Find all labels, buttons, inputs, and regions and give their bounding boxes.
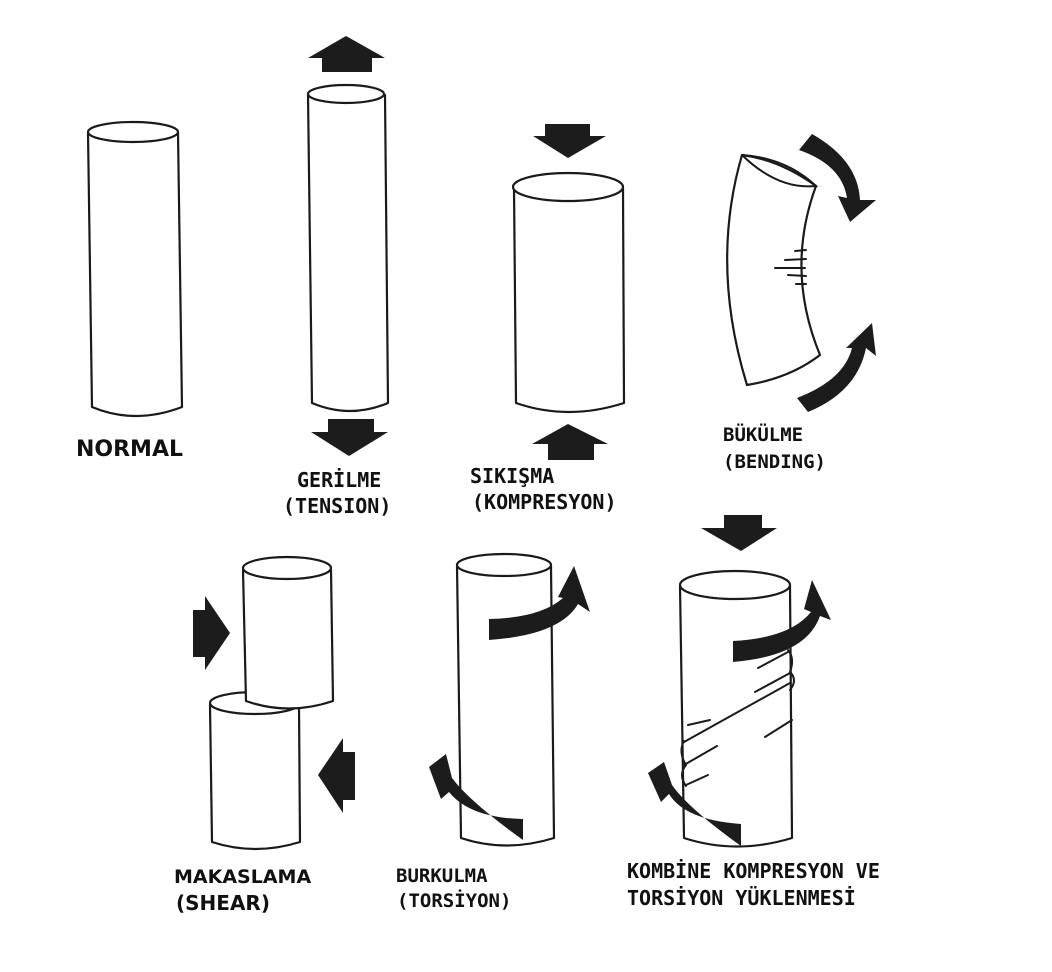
stress-marks	[774, 249, 807, 285]
torsion-cylinder-top	[455, 552, 553, 578]
arrow-down-icon	[311, 419, 388, 456]
combined-cylinder	[678, 575, 794, 848]
label-combined-line-1: KOMBİNE KOMPRESYON VE	[627, 859, 880, 883]
figure-shear	[193, 555, 355, 851]
label-torsion-line-1: BURKULMA	[396, 865, 488, 887]
label-torsion-line-2: (TORSİYON)	[397, 890, 512, 912]
tension-cylinder-top	[306, 83, 386, 105]
arrow-down-icon	[701, 515, 777, 551]
figure-normal	[86, 120, 184, 418]
tension-cylinder	[306, 86, 390, 413]
normal-cylinder	[86, 123, 184, 418]
rotate-arrow-icon	[733, 580, 831, 662]
shear-upper-cylinder-top	[241, 555, 333, 581]
shear-lower-cylinder	[208, 696, 302, 851]
figure-torsion	[429, 552, 590, 847]
compression-cylinder-top	[511, 171, 625, 203]
arrow-up-icon	[308, 36, 385, 72]
label-compression-line-1: SIKIŞMA	[470, 464, 555, 488]
curved-arrow-up-icon	[797, 323, 876, 412]
figure-tension	[306, 36, 390, 456]
arrow-right-icon	[193, 596, 230, 670]
label-tension-line-1: GERİLME	[297, 468, 382, 492]
figure-bending	[726, 134, 876, 412]
label-normal: NORMAL	[76, 437, 183, 462]
label-compression-line-2: (KOMPRESYON)	[472, 490, 617, 514]
label-shear-line-1: MAKASLAMA	[174, 866, 312, 888]
bending-cylinder	[726, 153, 822, 387]
arrow-up-icon	[532, 424, 608, 460]
arrow-left-icon	[318, 738, 355, 813]
spiral-fracture-lines	[680, 649, 795, 787]
normal-cylinder-top	[86, 120, 180, 144]
rotate-arrow-icon	[429, 754, 523, 840]
label-shear-line-2: (SHEAR)	[176, 891, 270, 915]
figure-combined	[648, 515, 831, 848]
compression-cylinder	[512, 178, 626, 414]
bending-cylinder-top	[741, 154, 819, 188]
rotate-arrow-icon	[489, 566, 590, 640]
combined-cylinder-top	[678, 569, 792, 601]
shear-upper-cylinder	[241, 561, 335, 710]
figure-compression	[511, 124, 626, 460]
curved-arrow-down-icon	[799, 134, 876, 222]
label-tension-line-2: (TENSION)	[283, 494, 392, 518]
rotate-arrow-icon	[648, 762, 741, 846]
arrow-down-icon	[533, 124, 606, 158]
label-bending-line-1: BÜKÜLME	[723, 424, 804, 446]
label-combined-line-2: TORSİYON YÜKLENMESİ	[627, 886, 856, 910]
label-bending-line-2: (BENDING)	[723, 451, 826, 473]
